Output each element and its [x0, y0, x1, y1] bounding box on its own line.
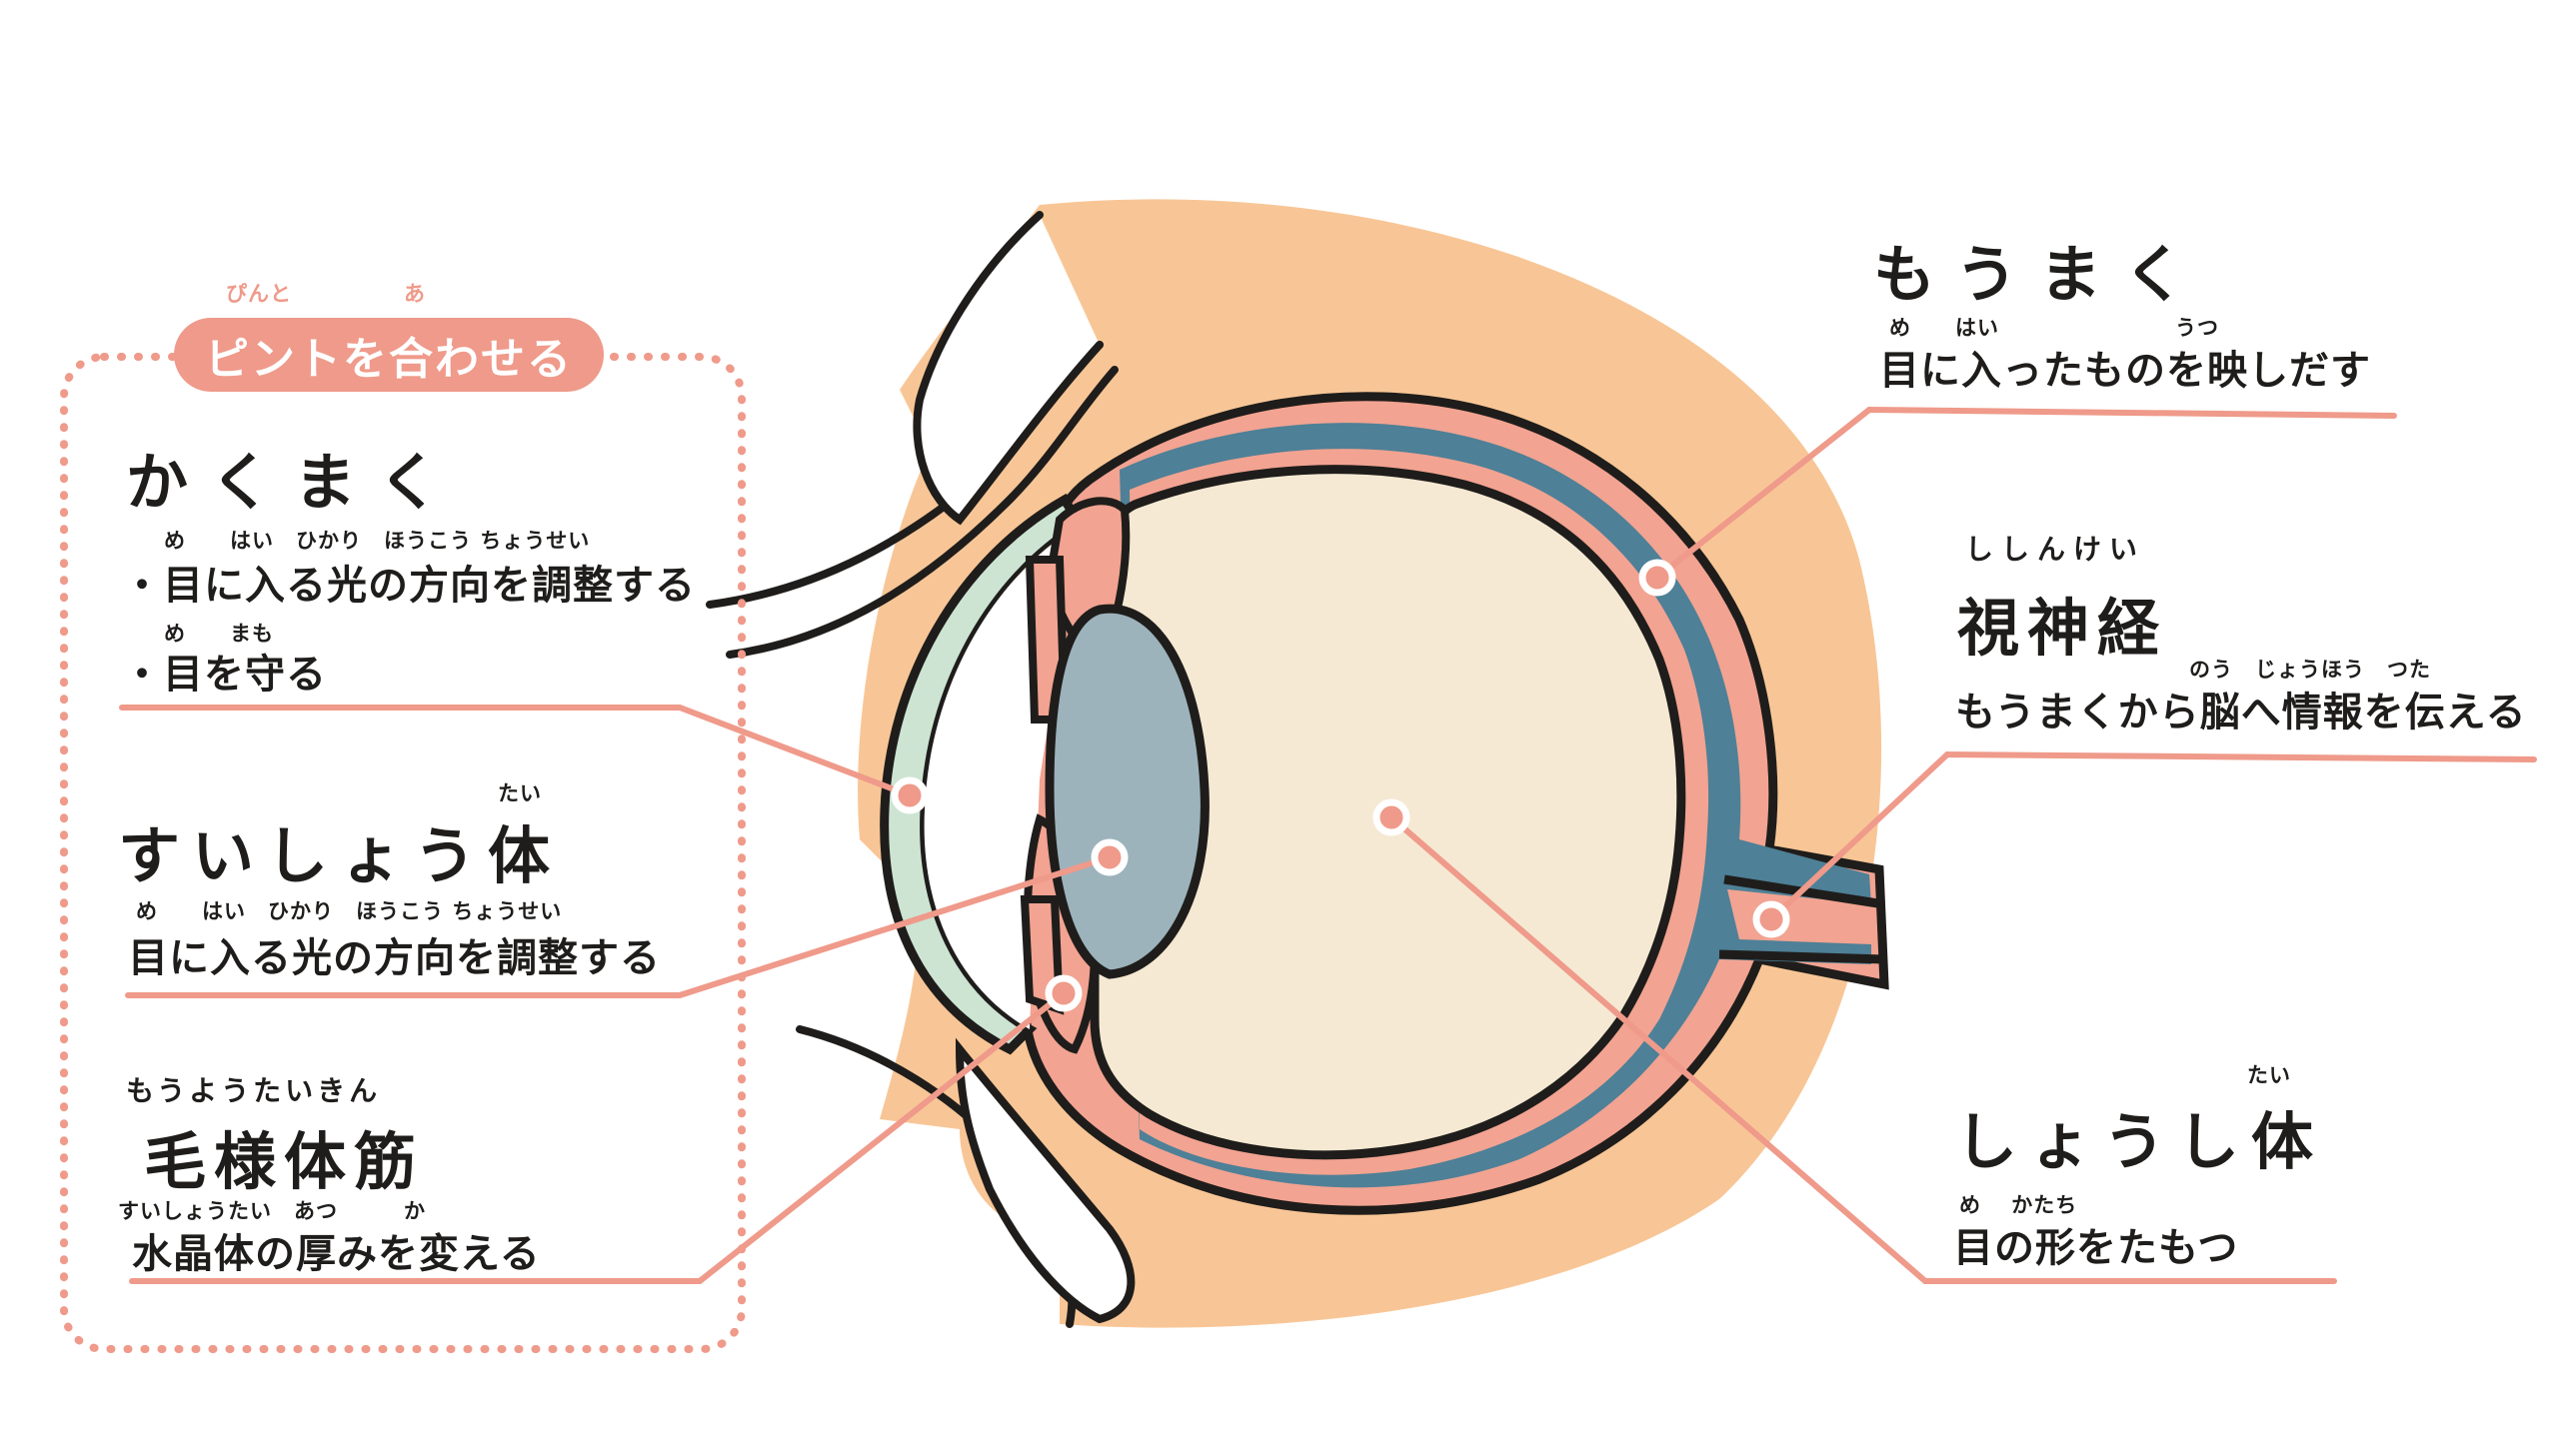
shishinkei-leader-line	[1768, 750, 2537, 922]
shoushitai-desc: 目の形をたもつ	[1953, 1225, 2239, 1271]
moumaku-title: もうまく	[1873, 238, 2208, 311]
shishinkei-desc: もうまくから脳へ情報を伝える	[1955, 690, 2527, 735]
shoushitai-pointer-dot	[1372, 798, 1410, 836]
kakumaku-title: かくまく	[126, 446, 463, 519]
suishoutai-title: すいしょう体	[118, 819, 563, 892]
moumaku-desc: 目に入ったものを映しだす	[1879, 348, 2371, 394]
shishinkei-title: 視神経	[1957, 592, 2168, 665]
suishoutai-leader-line	[125, 854, 1113, 998]
shishinkei-title-ruby: ししんけい	[1965, 533, 2146, 566]
moumaku-pointer-dot	[1638, 559, 1676, 597]
kakumaku-ruby-2: め まも	[164, 622, 274, 646]
suishoutai-ruby: め はい ひかり ほうこう ちょうせい	[136, 899, 563, 923]
moumaku-leader-line	[1654, 406, 2397, 581]
callout-dots	[891, 559, 1790, 1012]
focus-group-frame	[60, 353, 746, 1353]
moyoutaikin-leader-line	[129, 990, 1067, 1284]
upper-eyelid-fold	[913, 211, 1104, 526]
callout-lines	[119, 406, 2537, 1284]
kakumaku-line-2: ・目を守る	[122, 652, 327, 698]
kakumaku-line-1: ・目に入る光の方向を調整する	[122, 563, 696, 609]
moyoutaikin-title-ruby: もうようたいきん	[126, 1074, 382, 1107]
shishinkei-ruby: のう じょうほう つた	[2189, 658, 2431, 682]
pill-ruby-pinto: ぴんと	[226, 282, 292, 306]
focus-group-pill: ピントを合わせる	[174, 318, 604, 392]
kakumaku-leader-line	[119, 705, 913, 798]
lower-eyelid-fold	[955, 1037, 1136, 1324]
suishoutai-title-ruby: たい	[498, 781, 542, 805]
lens	[1045, 604, 1210, 979]
moyoutaikin-title: 毛様体筋	[144, 1125, 425, 1198]
upper-eyelid-line-2	[726, 366, 1119, 659]
kakumaku-ruby-1: め はい ひかり ほうこう ちょうせい	[164, 529, 591, 553]
shoushitai-ruby: め かたち	[1959, 1193, 2078, 1217]
pill-ruby-a: あ	[404, 282, 426, 306]
shishinkei-pointer-dot	[1752, 900, 1790, 938]
moumaku-ruby: め はい うつ	[1889, 316, 2219, 340]
suishoutai-desc: 目に入る光の方向を調整する	[128, 935, 661, 981]
moyoutaikin-ruby: すいしょうたい あつ か	[118, 1199, 426, 1223]
moyoutaikin-pointer-dot	[1045, 974, 1083, 1012]
shoushitai-title: しょうし体	[1955, 1105, 2326, 1178]
moyoutaikin-desc: 水晶体の厚みを変える	[132, 1231, 541, 1277]
shoushitai-leader-line	[1388, 814, 2337, 1284]
shoushitai-title-ruby: たい	[2247, 1063, 2291, 1087]
suishoutai-pointer-dot	[1091, 838, 1129, 876]
kakumaku-pointer-dot	[891, 776, 929, 814]
